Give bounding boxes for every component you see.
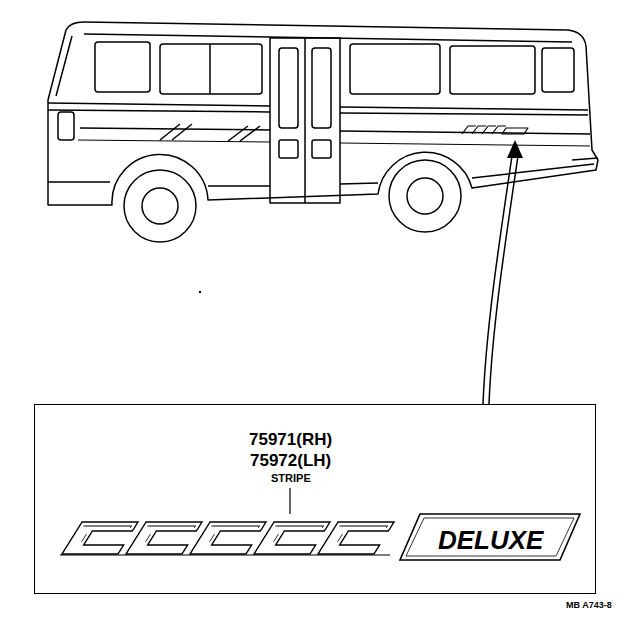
figure-code: MB A743-8 xyxy=(566,601,612,610)
decal-text: DELUXE xyxy=(438,527,543,553)
part-number: 75972(LH) xyxy=(250,452,331,469)
part-name: STRIPE xyxy=(271,473,311,484)
callout-panel: 75971(RH) 75972(LH) STRIPE DELUXE xyxy=(34,404,596,594)
part-number: 75971(RH) xyxy=(249,431,332,448)
